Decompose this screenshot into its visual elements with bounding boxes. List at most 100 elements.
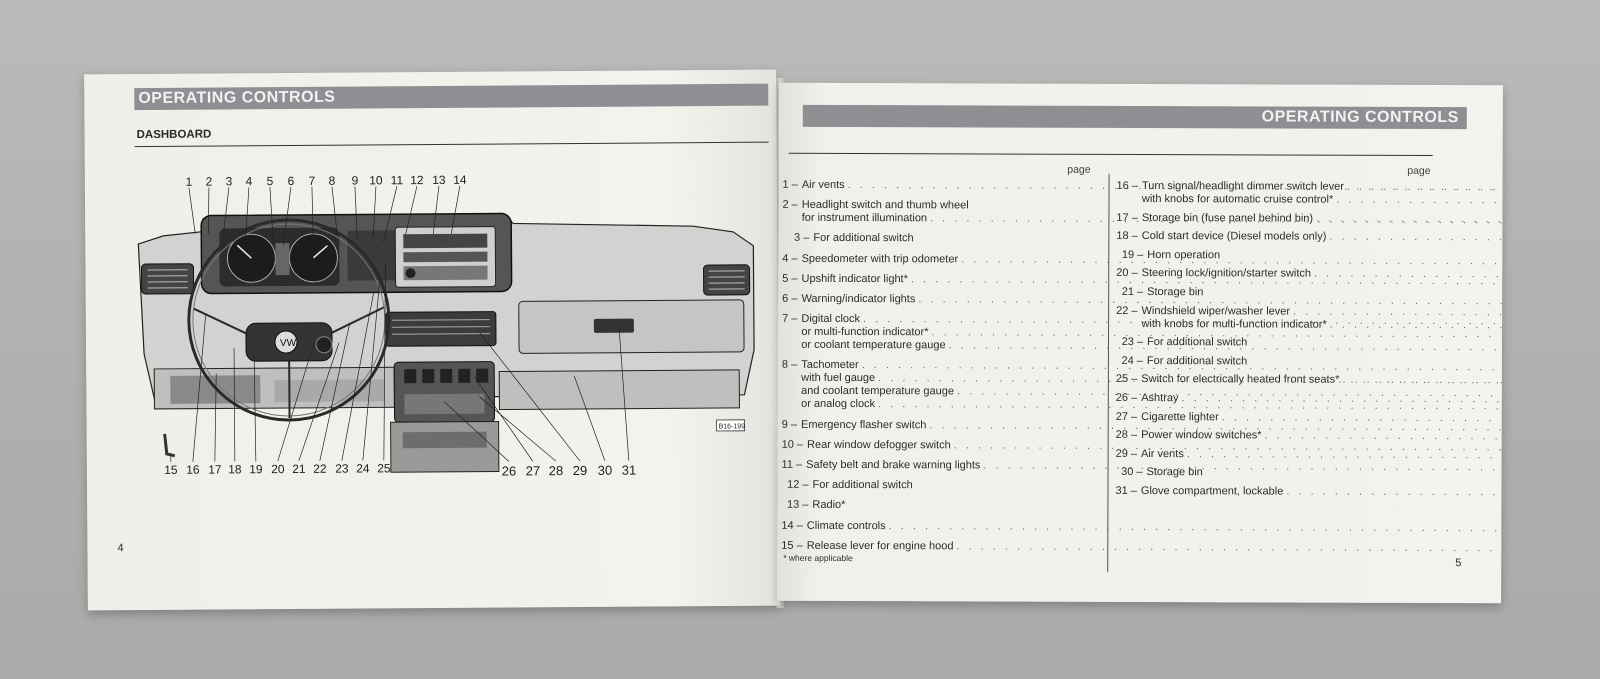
toc-entry: 16 –Turn signal/headlight dimmer switch … — [1116, 180, 1503, 208]
page-column-header-left: page — [1067, 163, 1091, 176]
toc-entry-number: 31 – — [1115, 484, 1137, 497]
toc-entry: 5 –Upshift indicator light*. . . . . . .… — [782, 272, 1503, 288]
toc-entry: 26 –Ashtray. . . . . . . . . . . . . . .… — [1116, 392, 1503, 407]
toc-entry-text: Storage bin — [1147, 286, 1204, 299]
callout-10: 10 — [369, 173, 383, 187]
callout-5: 5 — [266, 174, 273, 188]
subtitle-rule — [134, 141, 769, 148]
toc-entry-text: For additional switch — [812, 479, 913, 492]
toc-entry: 11 –Safety belt and brake warning lights… — [782, 459, 1503, 474]
toc-entry-number: 14 – — [781, 519, 803, 532]
toc-entry: 20 –Steering lock/ignition/starter switc… — [1116, 267, 1503, 282]
leader-dots — [1220, 249, 1416, 263]
toc-entry: 10 –Rear window defogger switch. . . . .… — [781, 438, 1503, 454]
toc-entry-number: 24 – — [1121, 354, 1143, 367]
right-page: OPERATING CONTROLS page 1 –Air vents. . … — [777, 82, 1503, 604]
toc-entry: 1 –Air vents. . . . . . . . . . . . . . … — [783, 178, 1503, 194]
callout-24: 24 — [356, 461, 370, 475]
toc-entry-text: with fuel gauge — [801, 372, 876, 385]
toc-entry-text: For additional switch — [1146, 336, 1248, 349]
callout-leaders-bottom — [170, 262, 630, 462]
toc-entry-number: 18 – — [1116, 230, 1138, 243]
toc-entry-number: 27 – — [1115, 410, 1138, 423]
toc-right-column: page 16 –Turn signal/headlight dimmer sw… — [1115, 164, 1503, 585]
toc-entry-number: 20 – — [1116, 267, 1138, 280]
toc-entry-number: 2 – — [782, 198, 798, 211]
callout-15: 15 — [164, 463, 178, 477]
toc-entry-text: Tachometer — [801, 359, 859, 372]
leader-dots: . . . . . . . . . . . . . . . . . . . . … — [1329, 230, 1503, 246]
callout-13: 13 — [432, 173, 446, 187]
toc-entry-text: Climate controls — [806, 519, 886, 532]
leader-dots — [845, 499, 1079, 513]
toc-entry-text: Ashtray — [1141, 392, 1179, 405]
toc-entry-number: 3 – — [794, 232, 810, 245]
toc-entry: 28 –Power window switches*. . . . . . . … — [1116, 429, 1503, 444]
toc-entry-text: Air vents — [1141, 447, 1184, 460]
toc-entry: 27 –Cigarette lighter. . . . . . . . . .… — [1115, 410, 1503, 426]
callout-14: 14 — [453, 173, 467, 187]
toc-entry-text: for instrument illumination — [801, 212, 928, 225]
toc-entry-page — [1080, 233, 1094, 246]
footnote: * where applicable — [783, 552, 853, 563]
callout-1: 1 — [185, 175, 192, 189]
toc-entry-text: For additional switch — [813, 232, 914, 245]
leader-dots: . . . . . . . . . . . . . . . . . . . . … — [1186, 447, 1503, 463]
callout-27: 27 — [526, 463, 541, 478]
toc-entry-text: Storage bin (fuse panel behind bin) — [1141, 211, 1314, 225]
leader-dots: . . . . . . . . . . . . . . . . . . . . … — [1221, 410, 1503, 426]
toc-entry-number: 25 – — [1115, 373, 1138, 386]
toc-entry-text: Air vents — [801, 178, 845, 191]
toc-entry: 24 –For additional switch — [1116, 355, 1430, 369]
toc-entry-text: Cigarette lighter — [1141, 410, 1219, 423]
toc-entry-text: or analog clock — [801, 398, 876, 411]
toc-entry-number: 13 – — [786, 499, 809, 512]
page-number-left: 4 — [117, 542, 124, 555]
dashboard-illustration: VW B16-199 — [137, 173, 755, 479]
toc-entry-text: Steering lock/ignition/starter switch — [1141, 267, 1312, 280]
callouts-bottom: 15 16 17 18 19 20 21 22 23 24 25 26 27 2… — [164, 461, 636, 478]
leader-dots — [1203, 286, 1416, 300]
toc-entry-number: 30 – — [1121, 466, 1143, 479]
callout-8: 8 — [328, 174, 335, 188]
toc-entry-text: Windshield wiper/washer lever — [1141, 304, 1291, 318]
toc-entry-number: 17 – — [1116, 211, 1138, 224]
leader-dots — [1247, 355, 1416, 369]
toc-entry-text: Turn signal/headlight dimmer switch leve… — [1141, 180, 1344, 193]
callout-12: 12 — [410, 173, 424, 187]
toc-entry: 19 –Horn operation — [1116, 249, 1430, 263]
callout-21: 21 — [292, 462, 306, 476]
toc-entry: 23 –For additional switch — [1116, 336, 1430, 350]
toc-entry-number: 4 – — [782, 252, 798, 265]
leader-dots: . . . . . . . . . . . . . . . . . . . . … — [1286, 485, 1503, 501]
toc-entry: 18 –Cold start device (Diesel models onl… — [1116, 230, 1503, 245]
toc-entry-text: Switch for electrically heated front sea… — [1141, 373, 1340, 387]
toc-entry-number: 10 – — [781, 438, 804, 451]
toc-entry-text: Radio* — [812, 499, 846, 512]
toc-entry-page — [1416, 250, 1430, 263]
toc-entry-number: 12 – — [787, 478, 809, 492]
callout-23: 23 — [335, 462, 349, 476]
callouts-top: 1 2 3 4 5 6 7 8 9 10 11 12 13 14 — [185, 173, 466, 189]
toc-entry-text: Glove compartment, lockable — [1140, 485, 1284, 498]
callout-3: 3 — [225, 174, 232, 188]
page-column-header-right: page — [1407, 164, 1431, 178]
toc-entry-text: Horn operation — [1147, 248, 1221, 262]
leader-dots: . . . . . . . . . . . . . . . . . . . . … — [1314, 267, 1503, 283]
toc-entry-text: Release lever for engine hood — [806, 539, 954, 553]
toc-entry: 17 –Storage bin (fuse panel behind bin).… — [1116, 211, 1502, 227]
toc-entry: 7 –Digital clock. . . . . . . . . . . . … — [782, 312, 1503, 354]
callout-9: 9 — [351, 174, 358, 188]
section-banner-left: OPERATING CONTROLS — [134, 83, 769, 111]
toc-entry-number: 7 – — [782, 312, 798, 325]
toc-entry: 14 –Climate controls. . . . . . . . . . … — [781, 519, 1503, 534]
callout-4: 4 — [245, 174, 252, 188]
toc-entry-number: 8 – — [781, 359, 798, 372]
toc-entry: 29 –Air vents. . . . . . . . . . . . . .… — [1116, 447, 1503, 463]
leader-dots — [913, 479, 1080, 493]
toc-entry-number: 5 – — [782, 272, 798, 285]
toc-entry: 22 –Windshield wiper/washer lever. . . .… — [1116, 304, 1503, 333]
toc-entry-page — [1416, 356, 1430, 369]
callout-7: 7 — [308, 174, 315, 188]
